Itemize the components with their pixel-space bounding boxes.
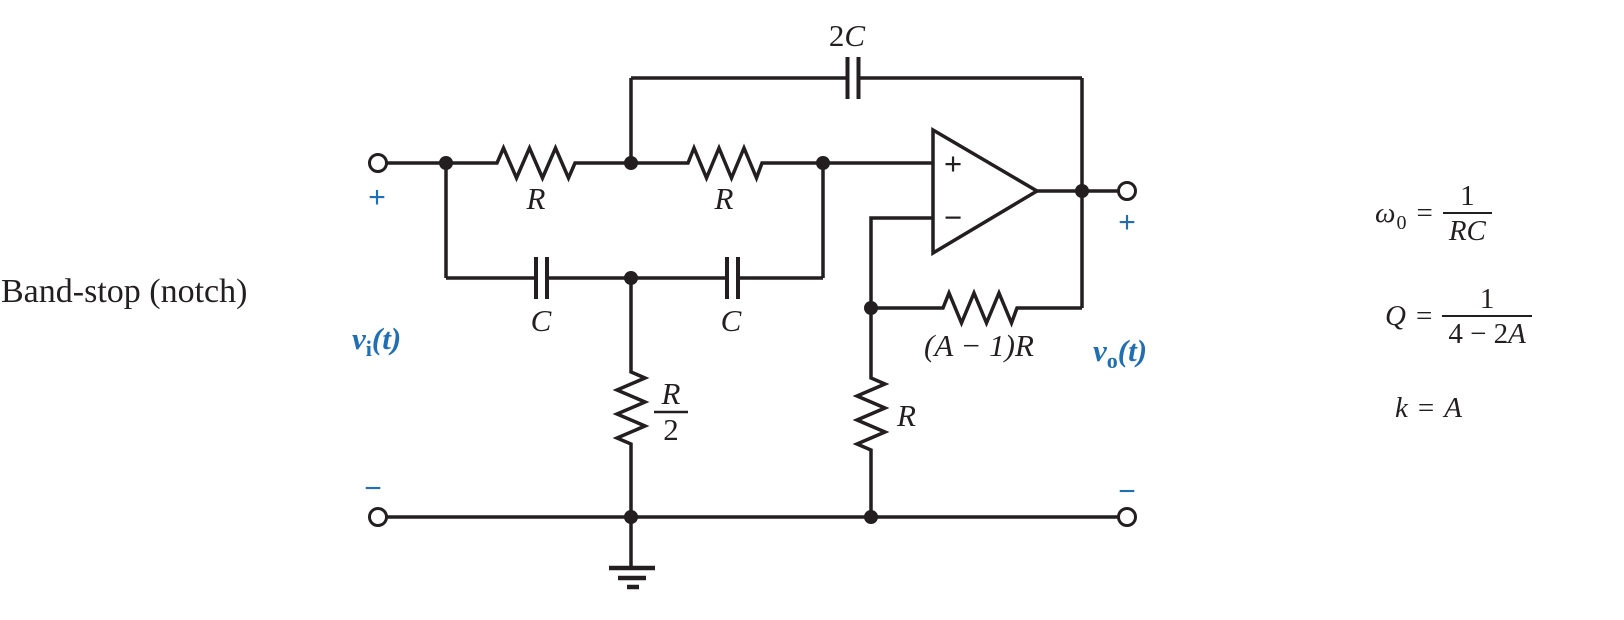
junction-dot [816, 156, 830, 170]
label-2c: 2C [829, 18, 866, 53]
vout-arg: (t) [1118, 333, 1147, 368]
formula-omega0-numerator: 1 [1460, 180, 1475, 212]
resistor-r2 [631, 143, 823, 183]
label-c2: C [721, 303, 742, 338]
junction-dot [624, 510, 638, 524]
input-minus-mark: − [364, 472, 382, 505]
junction-dot [439, 156, 453, 170]
formula-q-numerator: 1 [1479, 283, 1495, 315]
label-r1: R [526, 181, 546, 216]
output-minus-mark: − [1118, 475, 1136, 508]
input-signal-label: vi(t) [352, 321, 401, 361]
figure-caption: Band-stop (notch) [1, 273, 248, 310]
input-terminal-top [368, 153, 388, 173]
vin-arg: (t) [372, 321, 401, 356]
opamp: + − [931, 126, 1041, 257]
omega-subscript: 0 [1396, 212, 1407, 235]
junction-dot [864, 301, 878, 315]
formula-k-equals: = [1417, 392, 1435, 424]
resistor-ground [852, 308, 890, 517]
port-labels: + − + − vi(t) vo(t) [352, 181, 1147, 508]
formula-k: k = A [1395, 392, 1462, 425]
capacitor-2c [845, 57, 861, 99]
opamp-minus-label: − [944, 200, 962, 235]
resistor-r1 [446, 143, 631, 183]
label-r2: R [714, 181, 734, 216]
output-plus-mark: + [1118, 206, 1136, 239]
formula-q-denominator: 4 − 2A [1442, 315, 1532, 350]
label-c1: C [531, 303, 552, 338]
capacitors [534, 57, 861, 299]
omega-symbol: ω [1375, 197, 1396, 230]
formula-q-den-prefix: 4 − 2 [1448, 318, 1509, 351]
formula-omega0-denominator: RC [1442, 212, 1492, 247]
opamp-body [931, 126, 1041, 257]
formula-k-rhs: A [1444, 392, 1462, 424]
junction-dot [624, 156, 638, 170]
junction-dot [624, 271, 638, 285]
formula-q-den-var: A [1508, 318, 1526, 351]
formula-omega0-equals: = [1416, 197, 1433, 230]
formula-q-lhs: Q [1385, 300, 1406, 333]
capacitor-c2 [725, 257, 740, 299]
vout-subscript: o [1107, 348, 1118, 373]
vout-base: v [1093, 333, 1108, 368]
label-r-half-numerator: R [661, 376, 681, 411]
vin-subscript: i [366, 336, 372, 361]
output-terminal-top [1117, 181, 1137, 201]
opamp-plus-label: + [944, 146, 962, 181]
output-signal-label: vo(t) [1093, 333, 1147, 373]
formula-omega0-fraction: 1 RC [1442, 180, 1492, 248]
junction-dots [439, 156, 1089, 524]
formula-q: Q = 1 4 − 2A [1385, 283, 1532, 351]
label-2c-coefficient: 2 [829, 18, 845, 53]
ground-icon [609, 517, 655, 590]
input-plus-mark: + [368, 181, 386, 214]
label-ground-resistor: R [896, 398, 916, 433]
terminals [368, 153, 1137, 527]
component-labels: R R 2C C C R 2 (A − 1)R R [526, 18, 1034, 447]
input-terminal-bottom [368, 507, 388, 527]
output-terminal-bottom [1117, 507, 1137, 527]
resistors [446, 143, 1082, 517]
resistor-r-half [612, 278, 650, 517]
formula-q-equals: = [1415, 300, 1433, 333]
label-r-half-denominator: 2 [663, 412, 679, 447]
vin-base: v [352, 321, 367, 356]
label-feedback-resistor: (A − 1)R [924, 328, 1034, 363]
label-r-half: R 2 [654, 376, 688, 447]
wire-inverting-input [869, 216, 933, 308]
capacitor-c1 [534, 257, 549, 299]
formula-q-fraction: 1 4 − 2A [1442, 283, 1532, 351]
wires [386, 76, 1119, 519]
formula-k-lhs: k [1395, 392, 1408, 424]
junction-dot [864, 510, 878, 524]
label-2c-symbol: C [844, 18, 865, 53]
resistor-feedback [871, 288, 1082, 328]
junction-dot [1075, 184, 1089, 198]
